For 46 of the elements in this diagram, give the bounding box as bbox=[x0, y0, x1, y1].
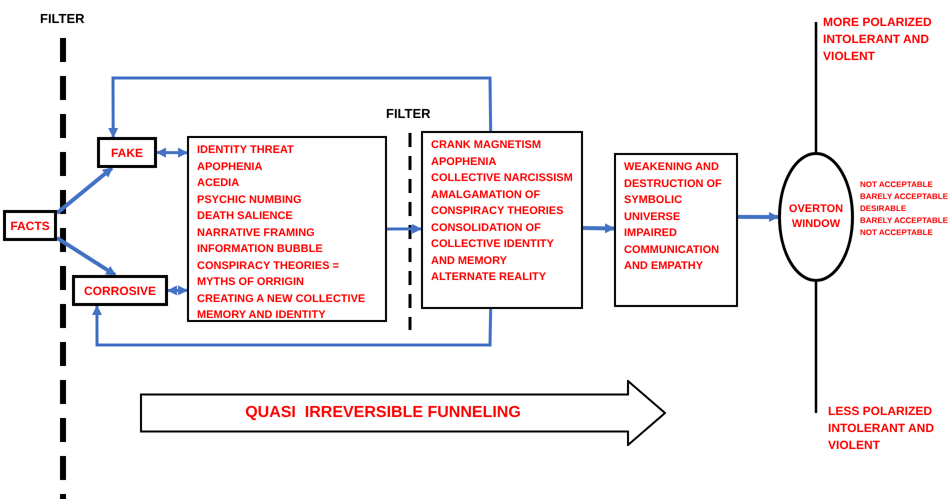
scale-label: LESS POLARIZED INTOLERANT AND VIOLENT bbox=[828, 403, 935, 454]
arrow bbox=[167, 285, 188, 296]
list-item: CONSPIRACY THEORIES = MYTHS OF ORRIGIN bbox=[197, 258, 340, 290]
scale-label: NOT ACCEPTABLE bbox=[860, 179, 934, 191]
list-item: ALTERNATE REALITY bbox=[431, 270, 548, 285]
arrow bbox=[582, 223, 615, 234]
list-item: ACEDIA bbox=[197, 176, 240, 191]
arrow bbox=[56, 236, 116, 277]
filter-label: FILTER bbox=[386, 105, 431, 123]
list-item: CREATING A NEW COLLECTIVE MEMORY AND IDENTITY bbox=[197, 292, 366, 323]
label-box bbox=[72, 275, 168, 306]
list-item: APOPHENIA bbox=[431, 154, 498, 170]
list-item: AMALGAMATION OF CONSPIRACY THEORIES bbox=[431, 188, 564, 219]
list-item: CRANK MAGNETISM bbox=[431, 138, 542, 153]
scale-label: BARELY ACCEPTABLE bbox=[860, 191, 948, 203]
text-list-box bbox=[421, 131, 583, 309]
label-box bbox=[3, 210, 57, 241]
node-text: OVERTON WINDOW bbox=[788, 202, 844, 232]
arrow bbox=[92, 305, 492, 346]
list-item: APOPHENIA bbox=[197, 160, 264, 174]
list-item: IMPAIRED COMMUNICATION AND EMPATHY bbox=[624, 226, 720, 274]
list-item: DEATH SALIENCE bbox=[197, 209, 294, 224]
arrow bbox=[738, 212, 779, 222]
arrow bbox=[387, 224, 422, 234]
arrow bbox=[108, 76, 492, 138]
filter-label: FILTER bbox=[40, 10, 85, 28]
scale-label: NOT ACCEPTABLE bbox=[860, 227, 934, 239]
node-text: QUASI IRREVERSIBLE FUNNELING bbox=[245, 403, 521, 423]
node-text: FAKE bbox=[110, 144, 143, 162]
node-text: FACTS bbox=[10, 218, 50, 234]
arrow bbox=[56, 166, 114, 215]
node-text: CORROSIVE bbox=[84, 282, 156, 300]
list-item: PSYCHIC NUMBING bbox=[197, 192, 303, 208]
list-item: CONSOLIDATION OF COLLECTIVE IDENTITY AND MEMORY bbox=[431, 220, 555, 268]
list-item: WEAKENING AND DESTRUCTION OF SYMBOLIC UNIVERSE bbox=[624, 160, 723, 224]
text-list-box bbox=[187, 136, 387, 322]
scale-label: MORE POLARIZED INTOLERANT AND VIOLENT bbox=[823, 14, 933, 65]
scale-label: DESIRABLE bbox=[860, 203, 908, 215]
list-item: COLLECTIVE NARCISSISM bbox=[431, 171, 573, 186]
scale-label: BARELY ACCEPTABLE bbox=[860, 215, 948, 227]
list-item: NARRATIVE FRAMING bbox=[197, 226, 316, 240]
arrow bbox=[156, 148, 188, 158]
list-item: INFORMATION BUBBLE bbox=[197, 242, 324, 257]
label-box bbox=[97, 137, 157, 168]
list-item: IDENTITY THREAT bbox=[197, 143, 295, 158]
text-list-box bbox=[614, 153, 738, 307]
